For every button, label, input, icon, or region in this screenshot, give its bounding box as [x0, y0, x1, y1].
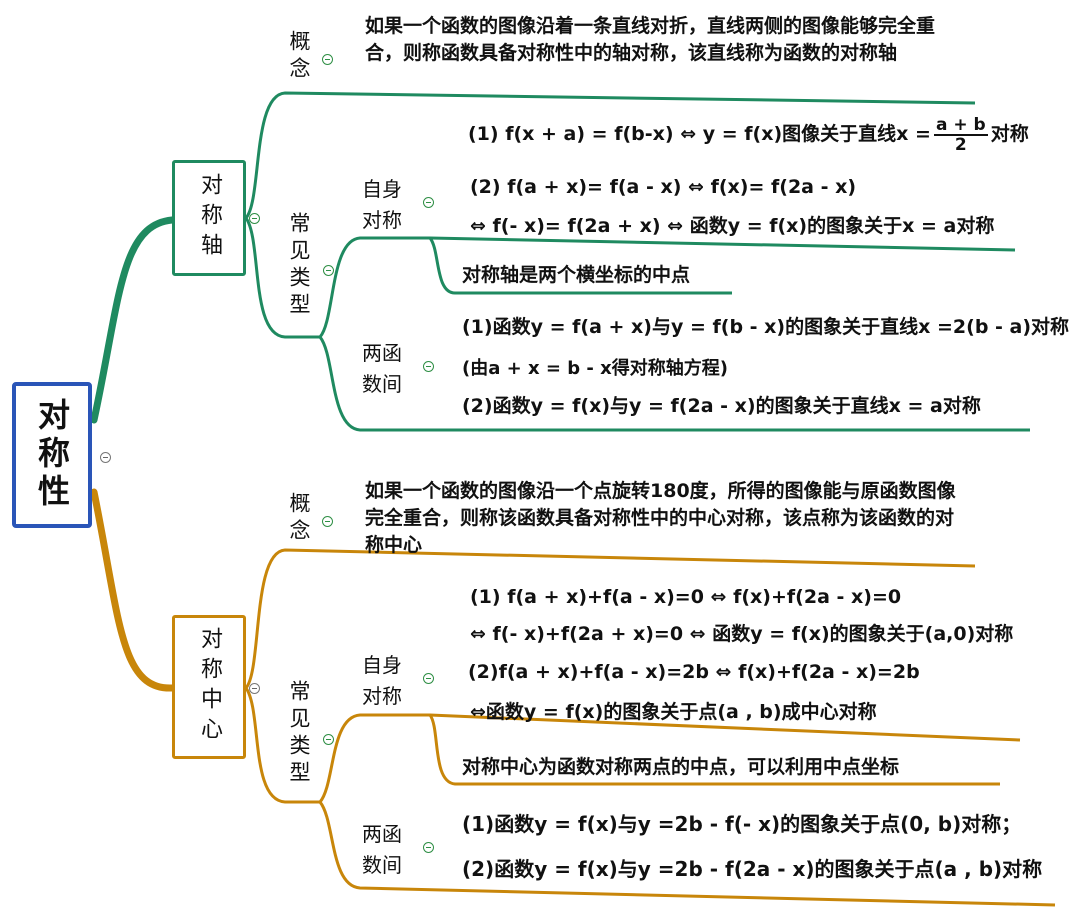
- axis-self-formula-2: (2) f(a + x)= f(a - x) ⇔ f(x)= f(2a - x): [470, 176, 857, 198]
- center-to-types-branch: [244, 687, 320, 804]
- axis-self-label: 自身对称: [362, 177, 402, 232]
- center-self-formula-3: (2)f(a + x)+f(a - x)=2b ⇔ f(x)+f(2a - x)…: [468, 661, 920, 683]
- axis-between-collapse-icon[interactable]: [423, 361, 434, 372]
- axis-between-line-3: (2)函数y = f(x)与y = f(2a - x)的图象关于直线x = a对…: [462, 395, 981, 417]
- axis-to-concept-branch: [244, 91, 976, 219]
- axis-self-to-note-branch: [428, 237, 732, 295]
- center-between-line-2: (2)函数y = f(x)与y =2b - f(2a - x)的图象关于点(a …: [462, 857, 1043, 881]
- axis-self-formula-3: ⇔ f(- x)= f(2a + x) ⇔ 函数y = f(x)的图象关于x =…: [470, 215, 995, 237]
- axis-types-collapse-icon[interactable]: [323, 265, 334, 276]
- root-node: 对称性: [12, 382, 92, 528]
- center-self-note: 对称中心为函数对称两点的中点，可以利用中点坐标: [462, 756, 900, 778]
- fraction-numerator: a + b: [933, 114, 988, 136]
- axis-collapse-icon[interactable]: [249, 213, 260, 224]
- center-types-collapse-icon[interactable]: [323, 734, 334, 745]
- root-to-axis-branch: [90, 216, 176, 424]
- center-concept-label: 概念: [287, 492, 311, 546]
- center-self-formula-1: (1) f(a + x)+f(a - x)=0 ⇔ f(x)+f(2a - x)…: [470, 586, 902, 608]
- axis-to-types-branch: [244, 217, 320, 339]
- center-self-formula-4: ⇔函数y = f(x)的图象关于点(a , b)成中心对称: [470, 701, 877, 723]
- center-to-concept-branch: [244, 548, 976, 689]
- root-label: 对称性: [33, 398, 71, 512]
- center-types-to-between-branch: [318, 801, 1056, 907]
- center-self-label: 自身对称: [362, 653, 402, 708]
- root-collapse-icon[interactable]: [100, 452, 111, 463]
- center-concept-collapse-icon[interactable]: [322, 516, 333, 527]
- axis-concept-text: 如果一个函数的图像沿着一条直线对折，直线两侧的图像能够完全重合，则称函数具备对称…: [365, 15, 936, 64]
- root-to-center-branch: [90, 488, 176, 692]
- center-between-line-1: (1)函数y = f(x)与y =2b - f(- x)的图象关于点(0, b)…: [462, 812, 1022, 836]
- center-between-label: 两函数间: [362, 822, 402, 877]
- center-types-label: 常见类型: [287, 680, 311, 788]
- axis-types-to-self-branch: [318, 236, 1016, 338]
- axis-node: 对称轴: [172, 160, 246, 276]
- axis-self-formula-1-pre: (1) f(x + a) = f(b-x) ⇔ y = f(x)图像关于直线x …: [468, 123, 931, 145]
- axis-between-label: 两函数间: [362, 341, 402, 396]
- axis-self-collapse-icon[interactable]: [423, 197, 434, 208]
- axis-between-line-2: (由a + x = b - x得对称轴方程): [462, 358, 728, 379]
- axis-types-to-between-branch: [318, 336, 1030, 432]
- center-collapse-icon[interactable]: [249, 683, 260, 694]
- axis-types-label: 常见类型: [287, 212, 311, 320]
- center-types-to-self-branch: [318, 713, 1021, 803]
- axis-concept-collapse-icon[interactable]: [322, 54, 333, 65]
- center-self-collapse-icon[interactable]: [423, 673, 434, 684]
- axis-self-formula-1-post: 对称: [990, 123, 1029, 145]
- center-between-collapse-icon[interactable]: [423, 842, 434, 853]
- center-node: 对称中心: [172, 615, 246, 759]
- axis-concept-label: 概念: [287, 30, 311, 84]
- axis-between-line-1: (1)函数y = f(a + x)与y = f(b - x)的图象关于直线x =…: [462, 316, 1070, 338]
- fraction-denominator: 2: [954, 134, 967, 155]
- axis-label: 对称轴: [197, 173, 222, 263]
- center-label: 对称中心: [197, 627, 222, 747]
- axis-self-formula-1: (1) f(x + a) = f(b-x) ⇔ y = f(x)图像关于直线x …: [468, 112, 1029, 156]
- axis-self-note: 对称轴是两个横坐标的中点: [462, 264, 691, 286]
- center-self-to-note-branch: [428, 714, 1000, 786]
- center-concept-text: 如果一个函数的图像沿一个点旋转180度，所得的图像能与原函数图像完全重合，则称该…: [365, 480, 956, 556]
- center-self-formula-2: ⇔ f(- x)+f(2a + x)=0 ⇔ 函数y = f(x)的图象关于(a…: [470, 623, 1014, 645]
